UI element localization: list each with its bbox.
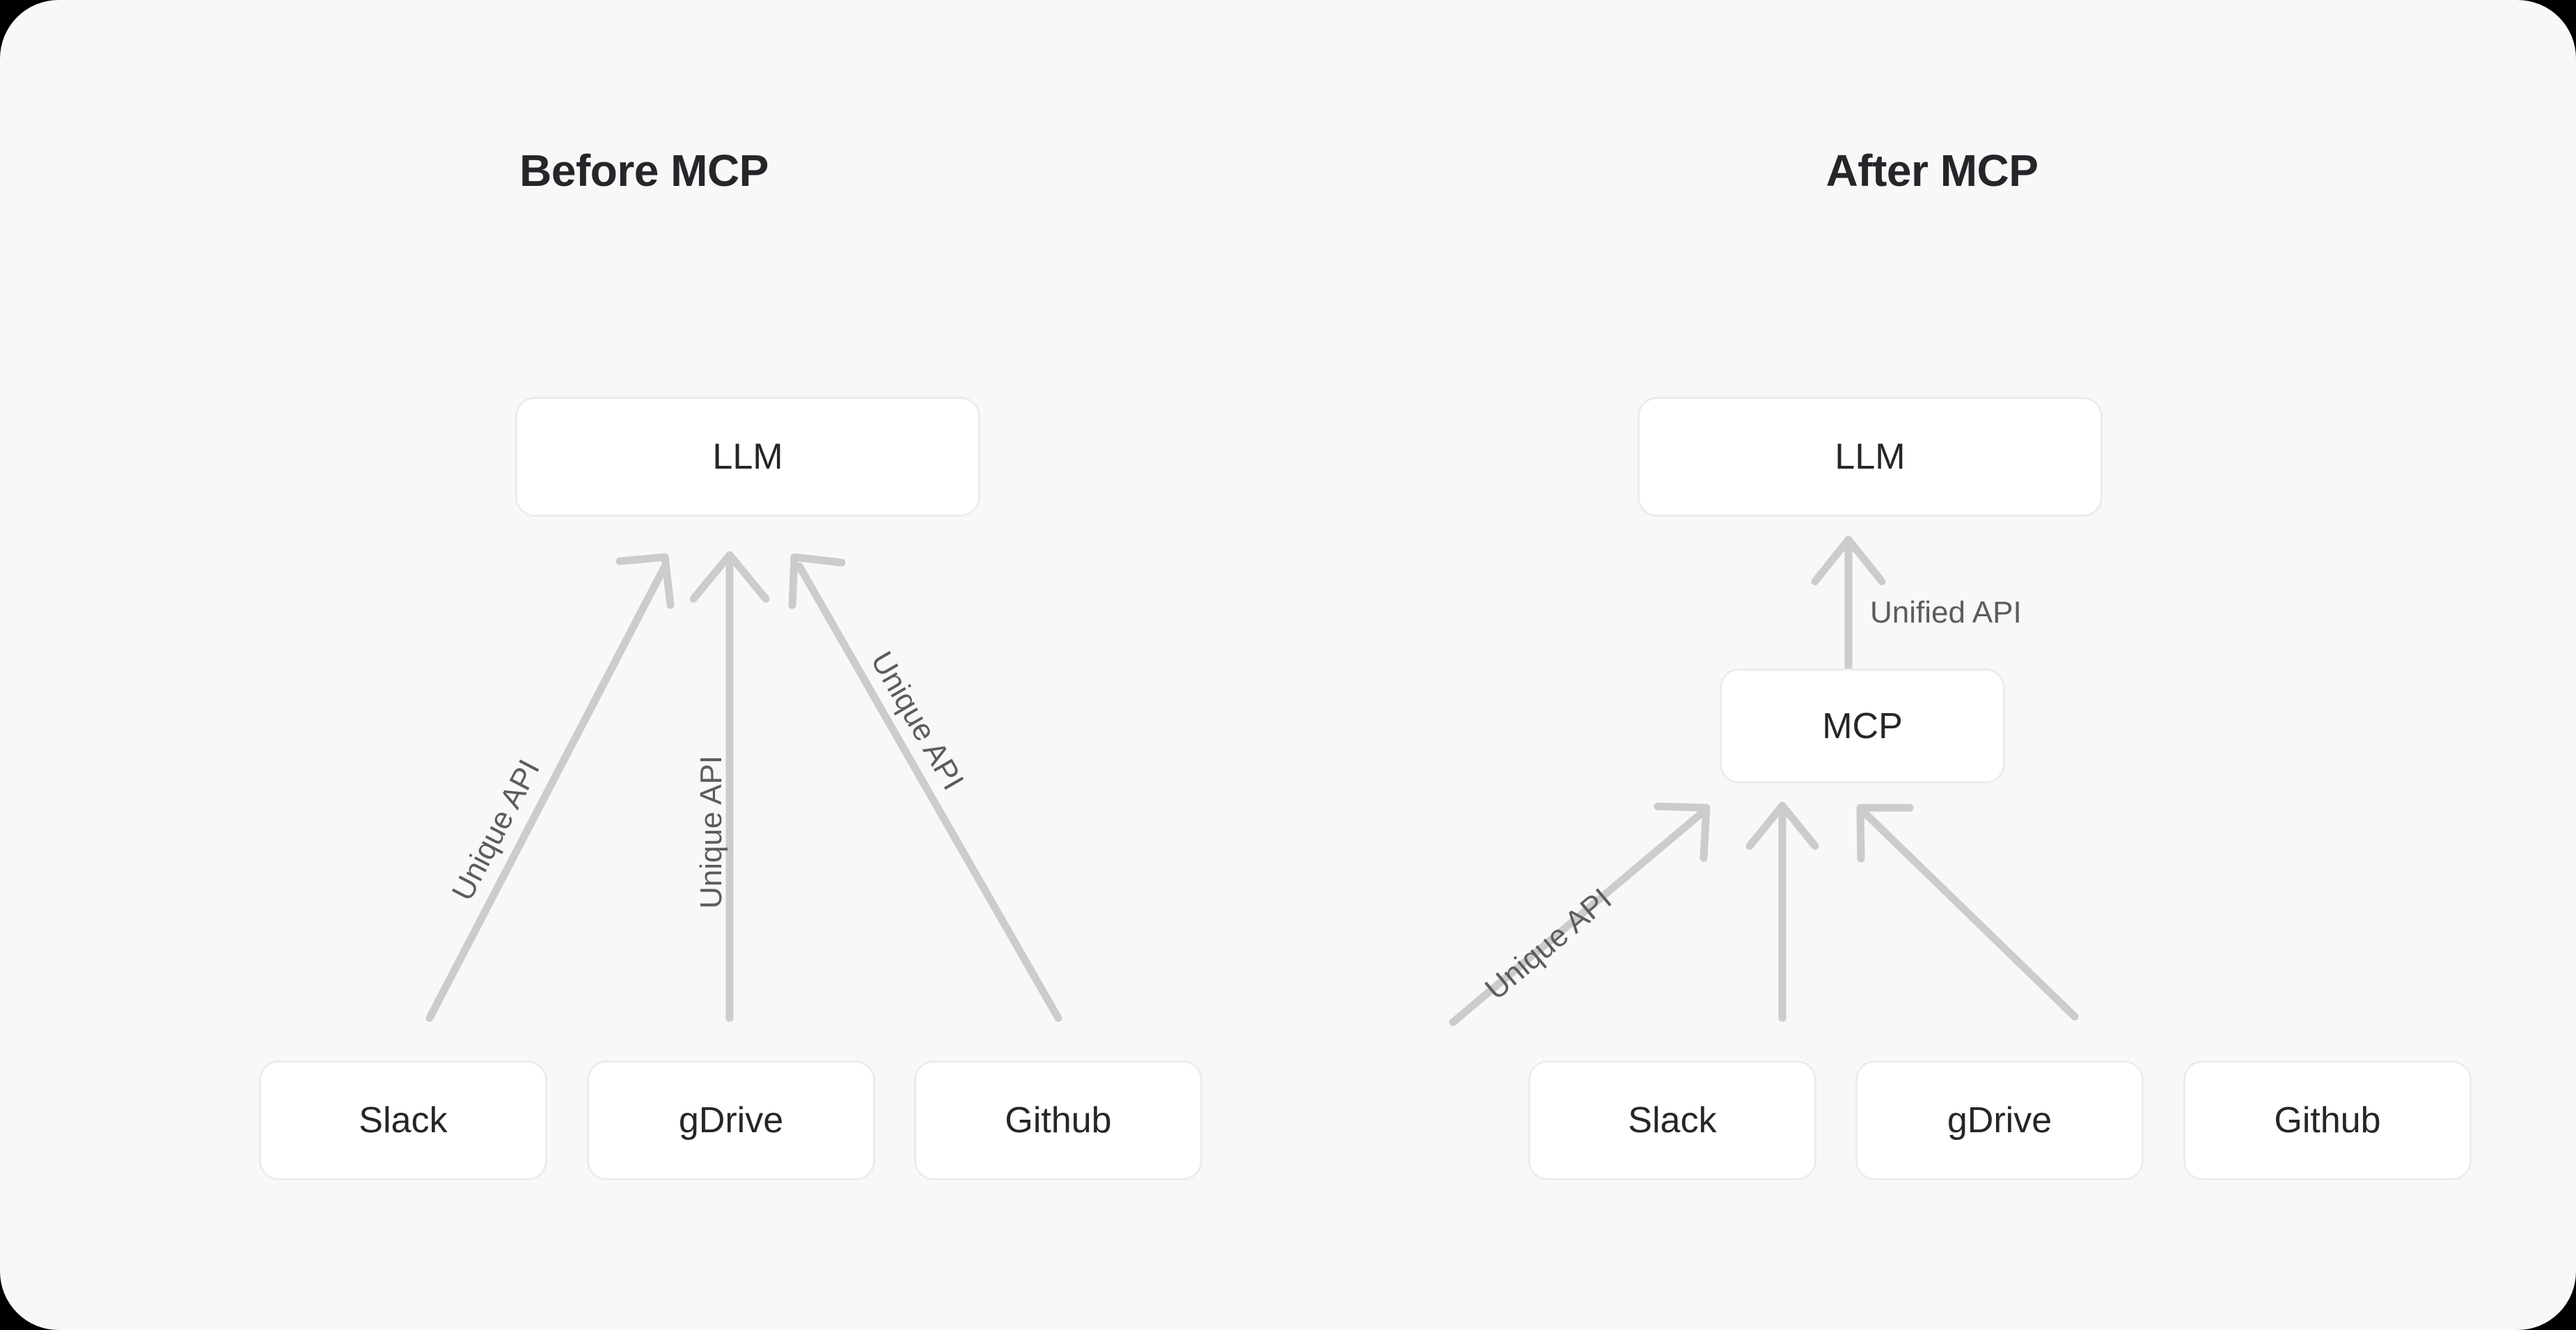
node-label: Github (1005, 1100, 1112, 1141)
edge-label-slack-mcp-unique: Unique API (1478, 882, 1619, 1007)
panel-after-mcp: After MCP LLM MCP (1288, 0, 2576, 1330)
edge-label-gdrive-llm-before: Unique API (694, 755, 728, 909)
panel-title-before: Before MCP (519, 146, 769, 196)
node-llm-after[interactable]: LLM (1638, 397, 2103, 517)
node-slack-after[interactable]: Slack (1528, 1061, 1816, 1180)
arrow-github-to-mcp (1860, 808, 2079, 1021)
arrowhead-gdrive-to-llm (689, 551, 770, 603)
arrowhead-gdrive-to-mcp (1745, 801, 1819, 850)
edge-label-slack-llm-before: Unique API (445, 754, 547, 907)
node-label: Slack (1628, 1100, 1717, 1141)
edge-label-mcp-llm-unified: Unified API (1870, 595, 2022, 629)
node-label: Github (2274, 1100, 2381, 1141)
panel-before-mcp: Before MCP LLM Slack gDrive (259, 146, 1202, 1180)
arrowhead-mcp-to-llm (1811, 535, 1886, 586)
node-label: gDrive (678, 1100, 784, 1141)
node-mcp[interactable]: MCP (1720, 668, 2005, 783)
node-label: MCP (1822, 705, 1903, 746)
panel-title-after: After MCP (1825, 146, 2039, 196)
node-gdrive-after[interactable]: gDrive (1855, 1061, 2144, 1180)
arrow-github-to-llm (795, 562, 1062, 1022)
arrowhead-github-to-mcp (1856, 804, 1914, 863)
arrowhead-slack-to-llm (615, 553, 675, 609)
node-label: LLM (712, 437, 783, 477)
node-label: gDrive (1947, 1100, 2052, 1141)
arrowhead-slack-to-mcp (1654, 802, 1711, 862)
node-github-before[interactable]: Github (914, 1061, 1202, 1180)
edge-label-github-llm-before: Unique API (864, 646, 971, 796)
node-gdrive-before[interactable]: gDrive (587, 1061, 875, 1180)
node-github-after[interactable]: Github (2183, 1061, 2472, 1180)
node-label: LLM (1835, 437, 1906, 477)
node-llm-before[interactable]: LLM (515, 397, 980, 517)
arrowhead-github-to-llm (788, 553, 846, 609)
node-label: Slack (359, 1100, 448, 1141)
arrow-slack-to-llm (425, 562, 669, 1022)
node-slack-before[interactable]: Slack (259, 1061, 547, 1180)
